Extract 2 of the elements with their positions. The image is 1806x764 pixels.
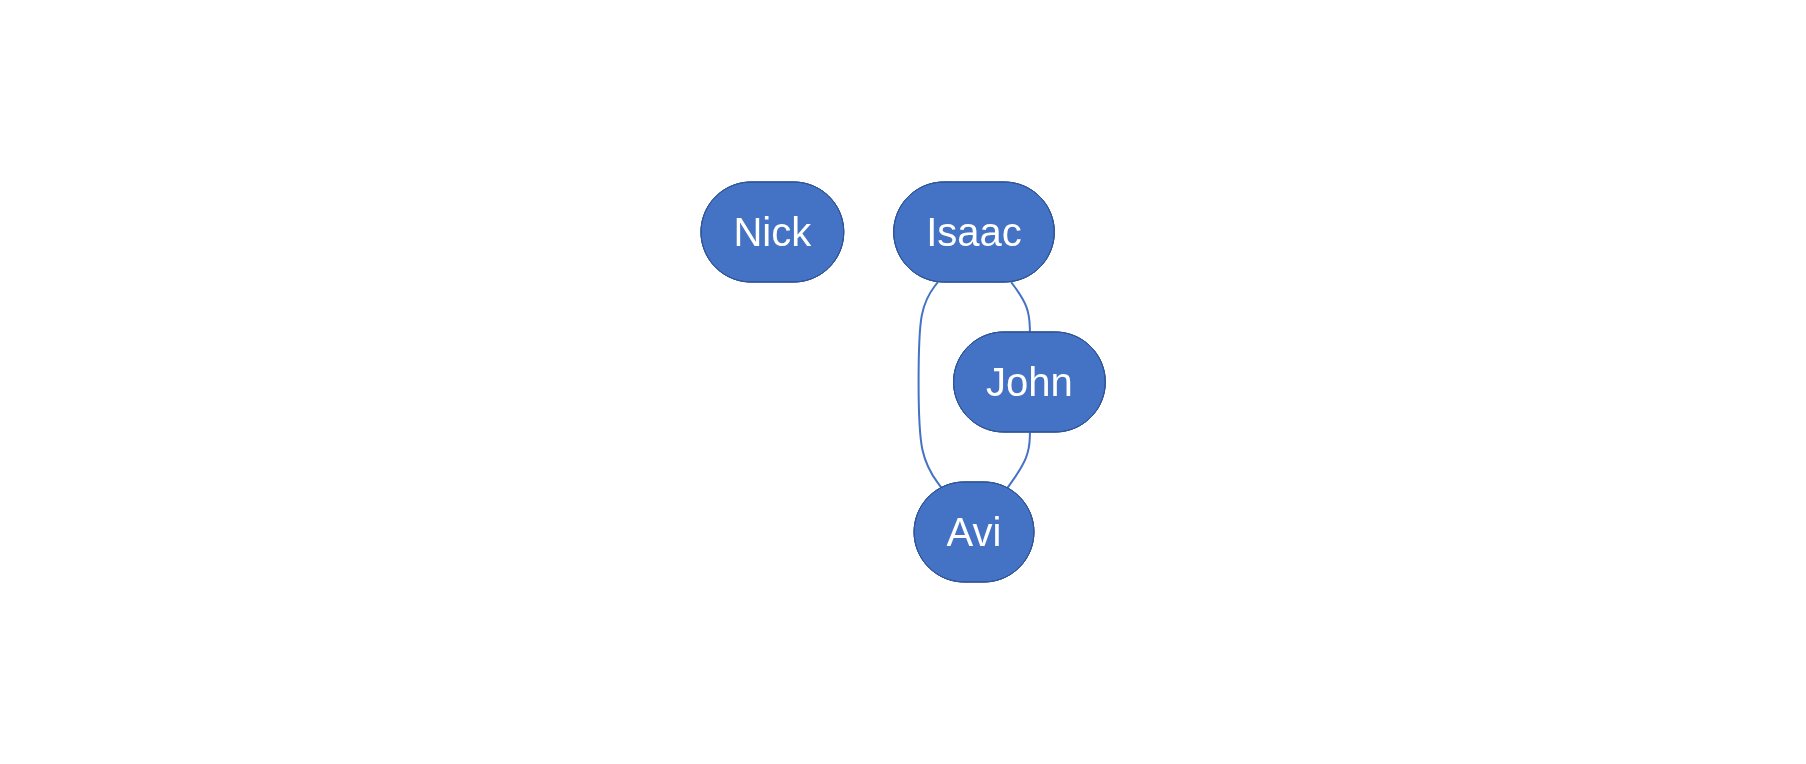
- connector: [1006, 431, 1031, 490]
- connector: [917, 281, 943, 490]
